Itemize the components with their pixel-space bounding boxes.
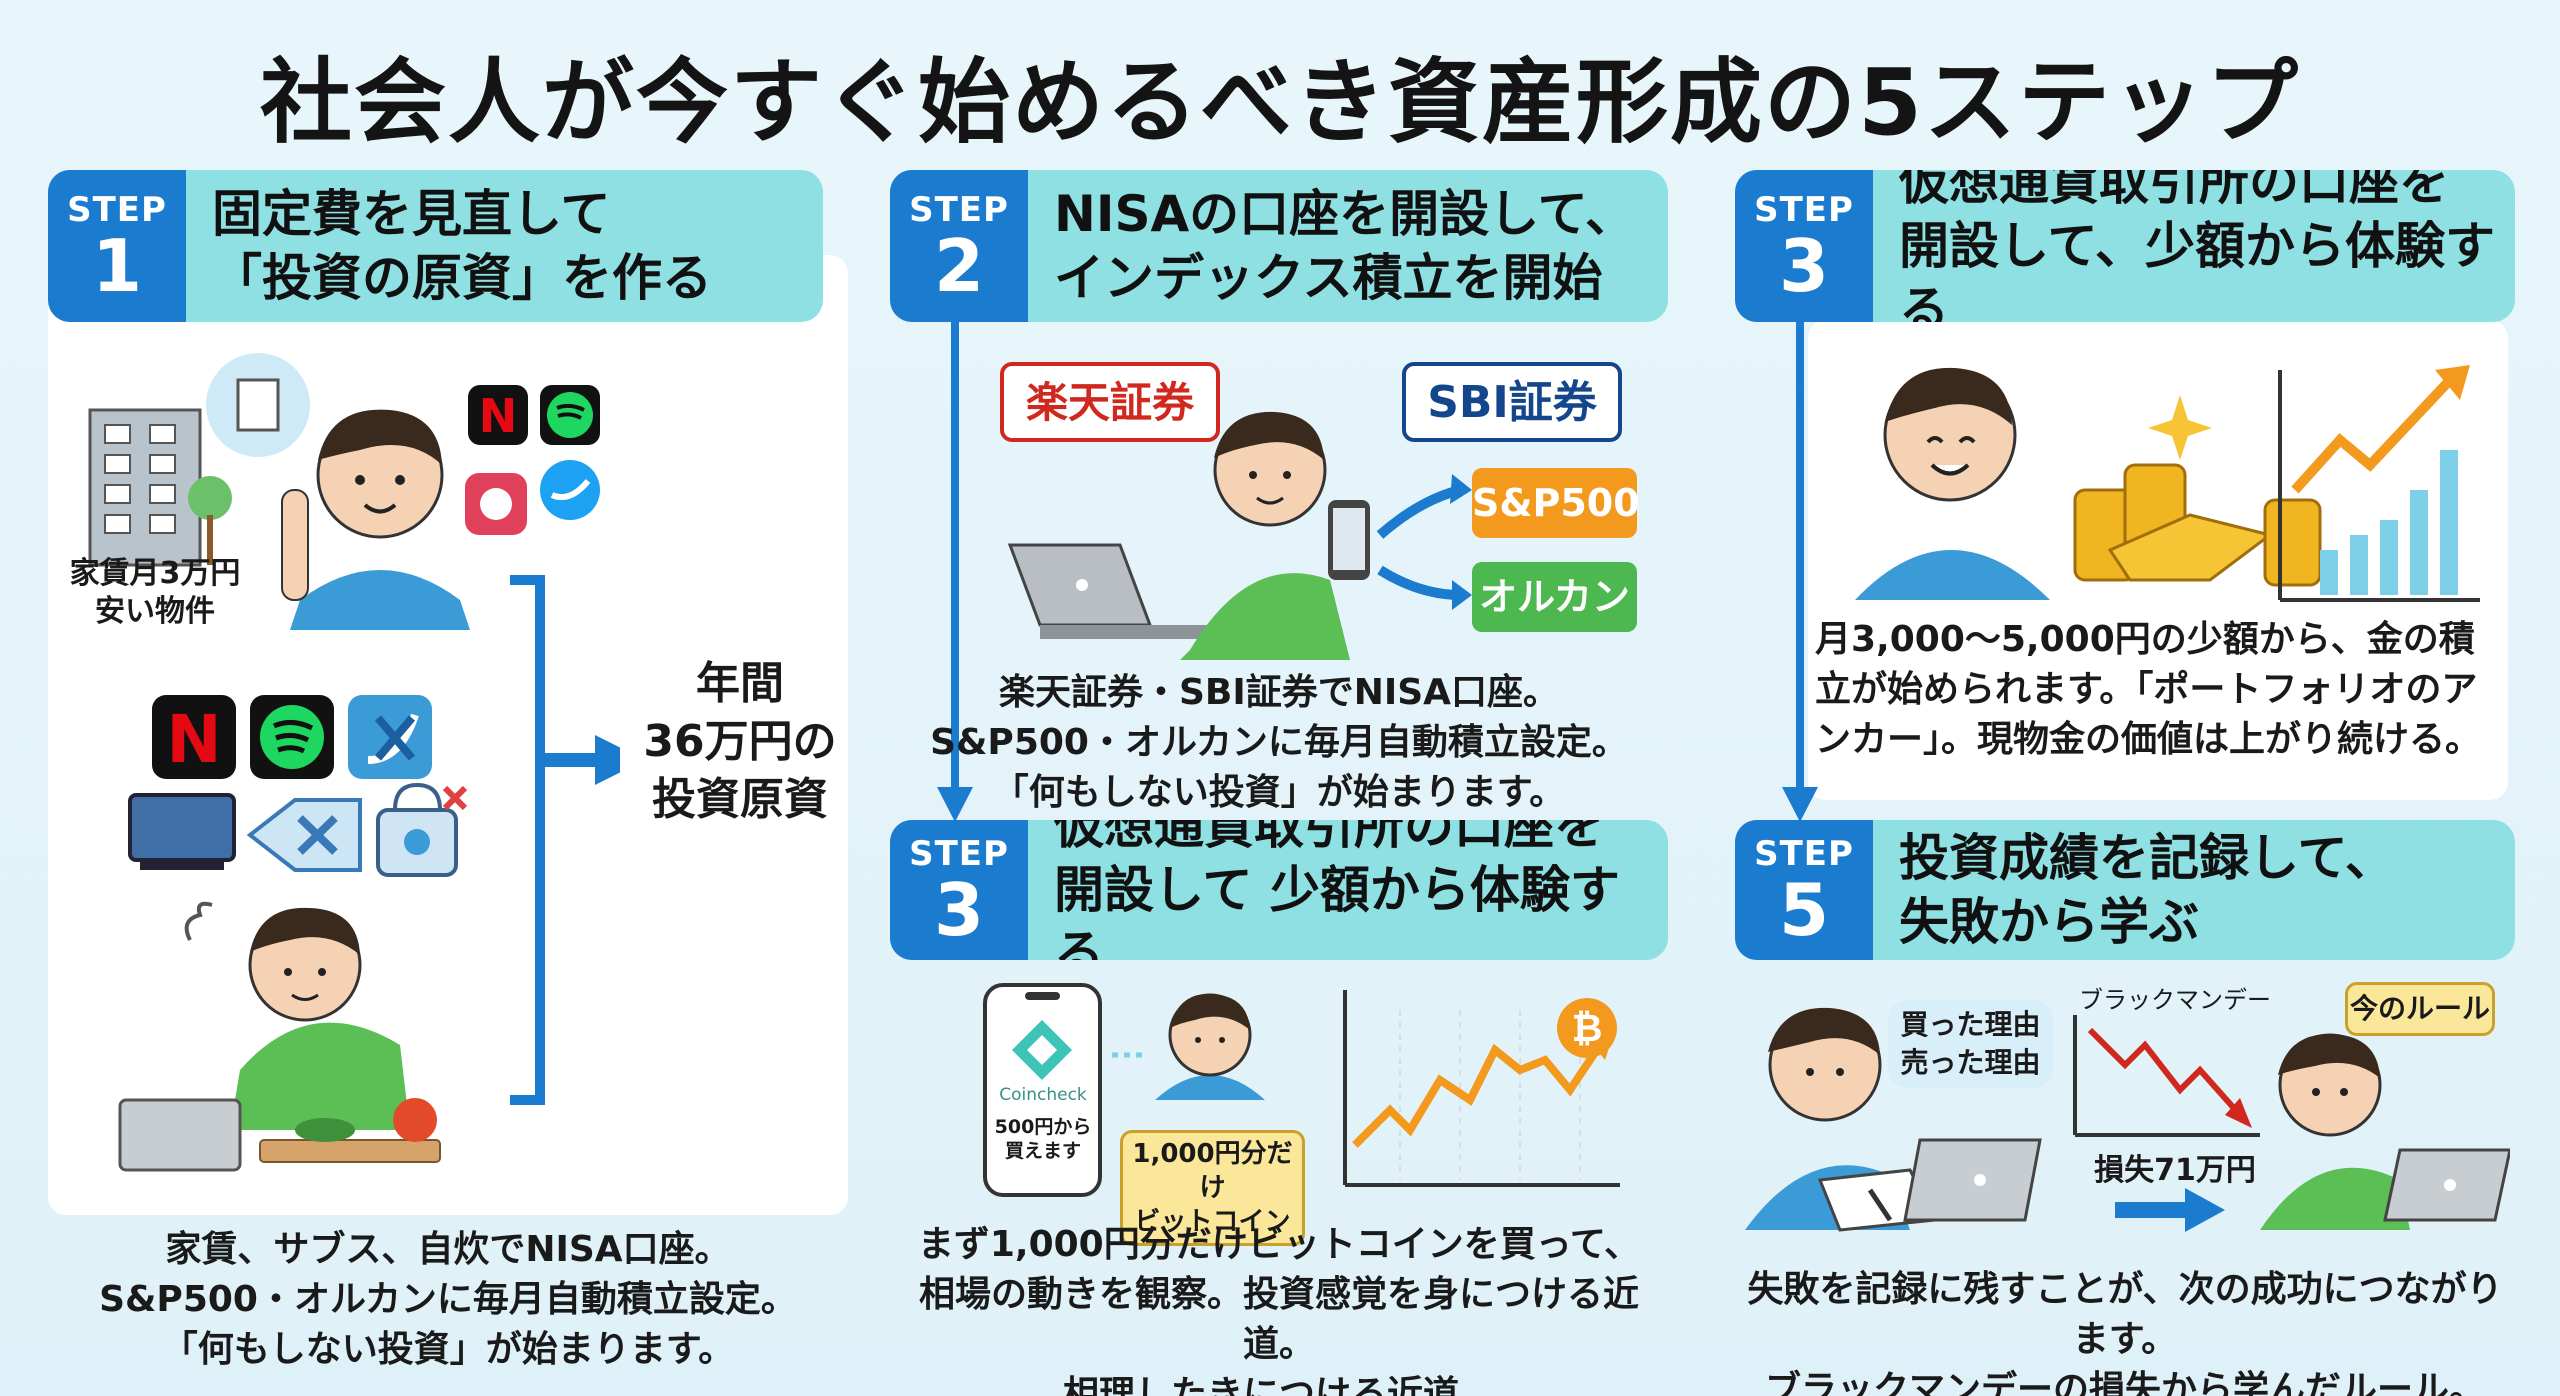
current-rule-bubble: 今のルール: [2345, 982, 2495, 1036]
step-number: 3: [1778, 224, 1830, 308]
step-label: STEP: [1754, 190, 1854, 230]
step3-mid-header: STEP 3 仮想通貨取引所の口座を 開設して 少額から体験する: [890, 820, 1668, 960]
rakuten-bubble: 楽天証券: [1000, 362, 1220, 442]
falling-chart-icon: [2073, 1015, 2260, 1137]
svg-text:N: N: [479, 389, 518, 443]
sbi-bubble: SBI証券: [1402, 362, 1622, 442]
cancel-x-icon: [246, 798, 362, 872]
rising-chart-icon: [2278, 365, 2480, 602]
red-app-icon: [465, 473, 527, 535]
step5-illustration: [1745, 1007, 2510, 1232]
step-number: 2: [933, 224, 985, 308]
person-pointing-icon: [281, 409, 470, 630]
step2-illustration: [1007, 411, 1472, 660]
step5-caption: 失敗を記録に残すことが、次の成功につながります。 ブラックマンデーの損失から学ん…: [1747, 1269, 2503, 1396]
step2-badge: STEP 2: [890, 170, 1028, 322]
locked-app-icon: [376, 782, 468, 877]
step3-gold-illustration: [1855, 365, 2480, 602]
step3-right-caption: 月3,000〜5,000円の少額から、金の積 立が始められます。「ポートフォリオ…: [1815, 619, 2482, 760]
black-monday-label: ブラックマンデー: [2079, 986, 2271, 1014]
flow-arrow-step2-to-step3: [937, 322, 973, 822]
orcan-tag[interactable]: オルカン: [1472, 562, 1637, 632]
spotify-icon: [540, 385, 600, 445]
person-cooking-icon: [118, 901, 441, 1172]
step-number: 3: [933, 868, 985, 952]
trade-reason-bubble: 買った理由 売った理由: [1888, 1000, 2053, 1088]
smiling-person-icon: [1855, 367, 2050, 600]
step3-mid-title: 仮想通貨取引所の口座を 開設して 少額から体験する: [1054, 820, 1620, 960]
coincheck-app-name: Coincheck: [999, 1085, 1087, 1105]
spotify-icon: [250, 695, 334, 779]
phone-min-amount: 500円から 買えます: [994, 1116, 1092, 1162]
step-label: STEP: [67, 190, 167, 230]
netflix-icon: N: [152, 695, 236, 779]
step1-header: STEP 1 固定費を見直して 「投資の原資」を作る: [48, 170, 823, 322]
rent-label: 家賃月3万円 安い物件: [69, 556, 241, 629]
step-number: 1: [91, 224, 143, 308]
step2-caption: 楽天証券・SBI証券でNISA口座。 S&P500・オルカンに毎月自動積立設定。…: [930, 672, 1628, 813]
laptop-icon: [1903, 1138, 2042, 1222]
bitcoin-icon: ₿: [1557, 998, 1617, 1058]
person-writing-icon: [1745, 1007, 1938, 1232]
person-with-phone-icon: [1180, 411, 1370, 660]
step3-mid-badge: STEP 3: [890, 820, 1028, 960]
page-title: 社会人が今すぐ始めるべき資産形成の5ステップ: [259, 49, 2300, 156]
annual-savings-label: 年間 36万円の 投資原資: [643, 658, 837, 825]
twitter-icon: [540, 460, 600, 520]
step-label: STEP: [909, 190, 1009, 230]
step3-right-badge: STEP 3: [1735, 170, 1873, 322]
step-label: STEP: [909, 834, 1009, 874]
step3-bitcoin-illustration: [983, 983, 1620, 1197]
step2-title: NISAの口座を開設して、 インデックス積立を開始: [1054, 185, 1636, 307]
laptop-icon: [1007, 543, 1220, 639]
netflix-icon: N: [468, 385, 528, 445]
step1-subscription-icons: [540, 385, 600, 520]
apartment-building-icon: [88, 408, 232, 567]
step5-header: STEP 5 投資成績を記録して、 失敗から学ぶ: [1735, 820, 2515, 960]
coincheck-phone-icon: [983, 983, 1102, 1197]
step1-title: 固定費を見直して 「投資の原資」を作る: [212, 185, 712, 307]
sparkle-icon: [2148, 395, 2212, 460]
monitor-icon: [128, 793, 236, 870]
step-label: STEP: [1754, 834, 1854, 874]
step3-mid-caption: まず1,000円分だけビットコインを買って、 相場の動きを観察。投資感覚を身につ…: [917, 1224, 1641, 1396]
flow-arrow-step3-to-step5: [1782, 322, 1818, 822]
person-icon: [1155, 993, 1265, 1100]
svg-text:N: N: [166, 701, 221, 778]
bitcoin-bubble: 1,000円分だけ ビットコイン: [1120, 1130, 1305, 1246]
step3-right-title: 仮想通貨取引所の口座を 開設して、少額から体験する: [1899, 170, 2495, 322]
sp500-tag[interactable]: S&P500: [1472, 468, 1640, 538]
person-at-laptop-icon: [2260, 1033, 2510, 1230]
step3-right-header: STEP 3 仮想通貨取引所の口座を 開設して、少額から体験する: [1735, 170, 2515, 322]
step5-title: 投資成績を記録して、 失敗から学ぶ: [1899, 829, 2395, 951]
step1-caption: 家賃、サブス、自炊でNISA口座。 S&P500・オルカンに毎月自動積立設定。 …: [99, 1229, 797, 1370]
step1-badge: STEP 1: [48, 170, 186, 322]
step1-illustration: N N: [88, 353, 620, 1172]
step2-header: STEP 2 NISAの口座を開設して、 インデックス積立を開始: [890, 170, 1668, 322]
gold-coins-icon: [2073, 463, 2322, 587]
step5-badge: STEP 5: [1735, 820, 1873, 960]
loss-label: 損失71万円: [2094, 1153, 2256, 1188]
twitter-icon: [348, 695, 432, 779]
step-number: 5: [1778, 868, 1830, 952]
